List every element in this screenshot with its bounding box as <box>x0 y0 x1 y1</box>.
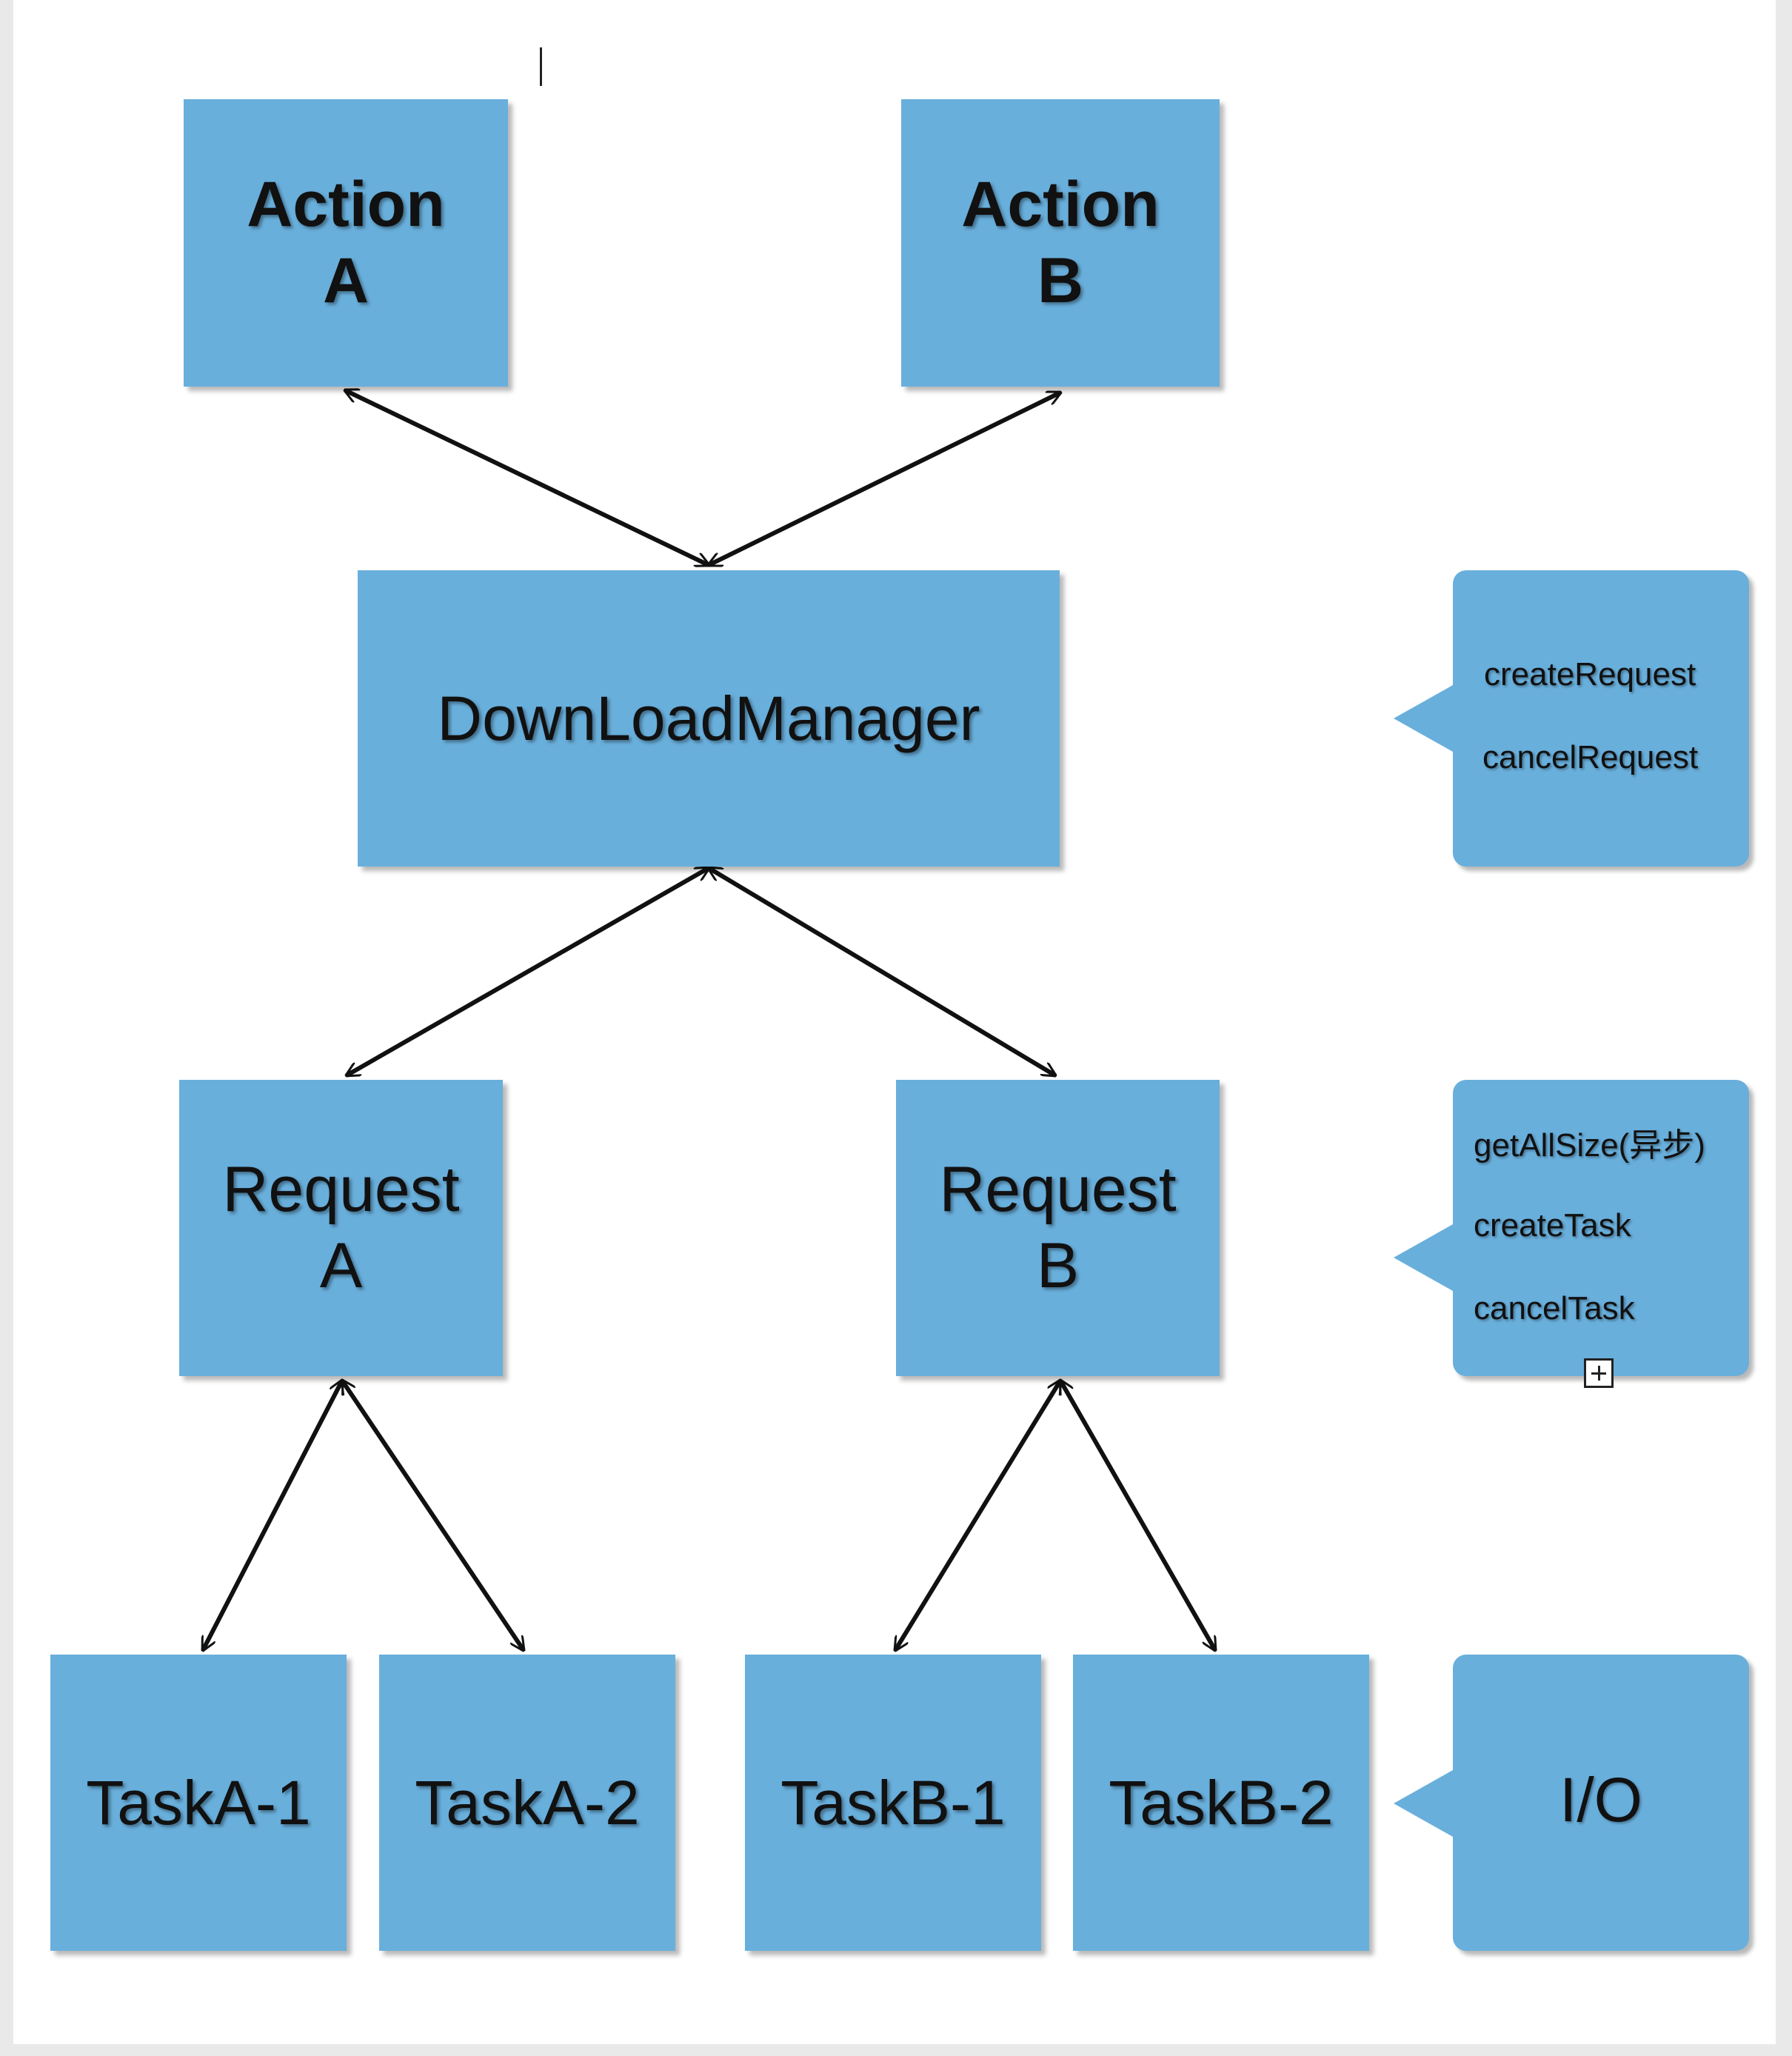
callout-io-label: I/O <box>1559 1765 1642 1835</box>
request-a-label-line1: Request <box>222 1153 460 1225</box>
add-handle-icon[interactable] <box>1584 1358 1614 1388</box>
request-methods-callout[interactable]: getAllSize(异步) createTask cancelTask <box>1394 1080 1749 1376</box>
arrow-request-b-task-b1 <box>895 1381 1060 1650</box>
arrow-manager-request-b <box>709 868 1055 1075</box>
request-b-label-line2: B <box>1036 1230 1080 1301</box>
callout-method-get-all-size: getAllSize(异步) <box>1474 1127 1705 1164</box>
request-a-label-line2: A <box>319 1230 363 1301</box>
action-a-box[interactable]: Action A <box>184 99 508 387</box>
task-b1-box[interactable]: TaskB-1 <box>745 1655 1041 1951</box>
arrow-action-b-manager <box>709 390 1060 567</box>
action-a-label-line2: A <box>322 245 370 316</box>
callout-pointer <box>1394 1770 1453 1837</box>
download-manager-label: DownLoadManager <box>437 683 980 753</box>
callout-pointer <box>1394 685 1453 752</box>
arrow-manager-request-a <box>347 868 709 1075</box>
task-b1-label: TaskB-1 <box>780 1767 1006 1838</box>
callout-method-create-task: createTask <box>1474 1207 1631 1244</box>
request-b-box[interactable]: Request B <box>896 1080 1220 1376</box>
callout-method-cancel-request: cancelRequest <box>1482 739 1699 775</box>
action-b-label-line1: Action <box>961 168 1160 240</box>
action-a-label-line1: Action <box>247 168 445 240</box>
task-a2-label: TaskA-2 <box>415 1767 640 1838</box>
task-a1-box[interactable]: TaskA-1 <box>50 1655 347 1951</box>
task-a2-box[interactable]: TaskA-2 <box>379 1655 675 1951</box>
request-a-box[interactable]: Request A <box>179 1080 503 1376</box>
download-manager-box[interactable]: DownLoadManager <box>358 570 1060 867</box>
task-b2-box[interactable]: TaskB-2 <box>1073 1655 1369 1951</box>
arrow-action-a-manager <box>345 390 709 565</box>
callout-method-create-request: createRequest <box>1484 656 1696 692</box>
text-cursor <box>540 47 542 86</box>
manager-methods-callout[interactable]: createRequest cancelRequest <box>1394 570 1749 867</box>
io-callout[interactable]: I/O <box>1394 1655 1749 1951</box>
arrow-request-a-task-a2 <box>342 1381 524 1650</box>
callout-method-cancel-task: cancelTask <box>1474 1290 1635 1326</box>
action-b-label-line2: B <box>1037 245 1084 316</box>
action-b-box[interactable]: Action B <box>901 99 1220 387</box>
callout-pointer <box>1394 1224 1453 1291</box>
arrow-request-a-task-a1 <box>201 1381 344 1650</box>
request-b-label-line1: Request <box>939 1153 1177 1225</box>
arrow-request-b-task-b2 <box>1060 1381 1215 1650</box>
task-a1-label: TaskA-1 <box>86 1767 311 1838</box>
task-b2-label: TaskB-2 <box>1109 1767 1334 1838</box>
